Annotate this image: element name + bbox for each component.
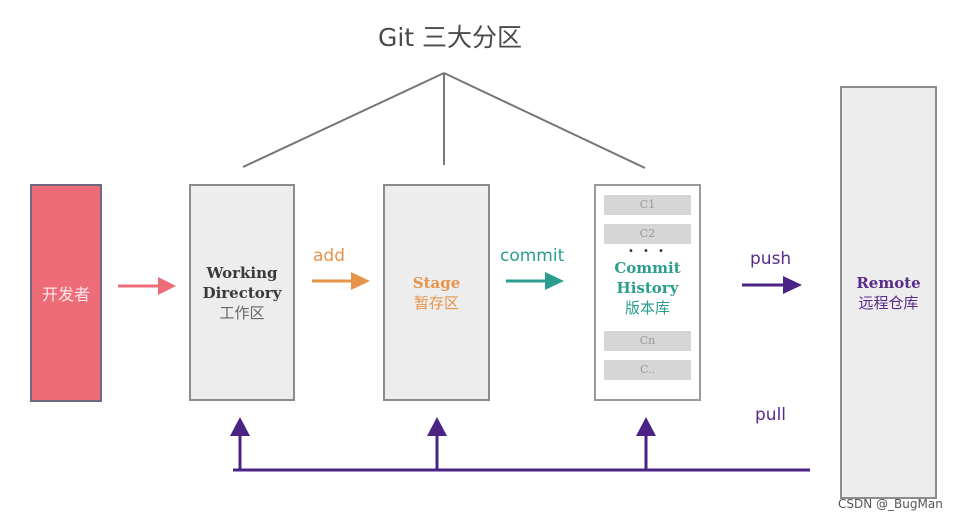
developer-box: 开发者 [30,184,102,402]
add-label: add [313,246,345,266]
commit-label: commit [500,246,565,266]
working-directory-label-zh: 工作区 [219,303,265,322]
commit-history-label-en-2: History [616,279,679,297]
pull-to-stage-head [427,417,447,436]
working-directory-label-en-1: Working [206,263,278,282]
push-label: push [750,249,792,269]
watermark: CSDN @_BugMan [838,497,943,511]
remote-label-en: Remote [856,273,921,292]
commit-chip: C1 [604,195,691,215]
remote-box: Remote 远程仓库 [840,86,937,499]
developer-label: 开发者 [41,285,90,304]
commit-arrow [506,272,564,290]
commit-ellipsis: • • • [627,246,668,257]
commit-history-label-en-1: Commit [614,259,681,277]
pull-label: pull [755,405,787,425]
commit-chip: C.. [604,360,691,380]
diagram-title: Git 三大分区 [377,23,523,52]
three-areas-bracket [242,72,646,169]
commit-chip: Cn [604,331,691,351]
stage-label-en: Stage [412,273,461,292]
stage-label-zh: 暂存区 [413,293,459,312]
bracket-line-right [443,72,646,169]
remote-label-zh: 远程仓库 [858,293,919,312]
commit-chip: C2 [604,224,691,244]
pull-arrows [230,417,810,472]
stage-box: Stage 暂存区 [383,184,490,401]
push-arrow [742,276,802,294]
commit-history-box: C1 C2 • • • Commit History 版本库 Cn C.. [594,184,701,401]
developer-arrow [118,277,176,295]
pull-to-history-head [636,417,656,436]
bracket-line-left [242,72,445,168]
pull-to-working-dir-head [230,417,250,436]
commit-history-label: Commit History 版本库 [614,258,680,318]
add-arrow [312,272,370,290]
working-directory-label-en-2: Directory [202,283,282,302]
commit-history-label-zh: 版本库 [624,299,670,317]
working-directory-box: Working Directory 工作区 [189,184,295,401]
